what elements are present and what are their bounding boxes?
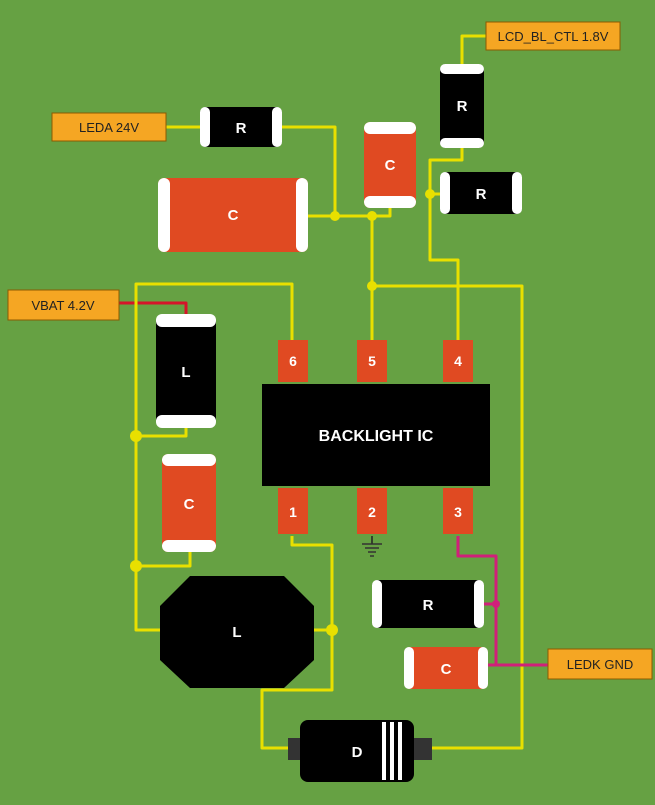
capacitor-label: C (385, 157, 396, 174)
diode-label: D (352, 744, 363, 761)
wire-leda-r-right (280, 125, 337, 216)
pin-label: 6 (289, 353, 297, 369)
ic-pin-1: 1 (278, 488, 308, 534)
ic-pin-3: 3 (443, 488, 473, 534)
diode: D (288, 720, 432, 782)
capacitor-left: C (162, 454, 216, 552)
junction-dot (130, 560, 142, 572)
wire-lcd-ctl (460, 34, 488, 66)
backlight-ic: BACKLIGHT IC 6 5 4 1 2 3 (262, 340, 490, 534)
pin-label: 4 (454, 353, 462, 369)
junction-dot (326, 624, 338, 636)
ic-pin-2: 2 (357, 488, 387, 534)
capacitor-big: C (158, 178, 308, 252)
label-lcd-bl-ctl-text: LCD_BL_CTL 1.8V (498, 29, 609, 44)
capacitor-top: C (364, 122, 416, 208)
resistor-leda: R (200, 107, 282, 147)
wire-l-bottom (136, 426, 188, 438)
wire-right-rail (372, 284, 524, 750)
pin-label: 3 (454, 504, 462, 520)
junction-dot (130, 430, 142, 442)
inductor-label: L (232, 624, 241, 641)
inductor-label: L (181, 364, 190, 381)
label-vbat: VBAT 4.2V (7, 289, 120, 321)
label-vbat-text: VBAT 4.2V (31, 298, 94, 313)
wire-pin6 (134, 282, 294, 632)
ic-name: BACKLIGHT IC (319, 428, 434, 445)
wire-pin1 (260, 536, 334, 750)
ic-pin-5: 5 (357, 340, 387, 382)
resistor-lcd-ctl: R (440, 64, 484, 148)
resistor-label: R (423, 597, 434, 614)
capacitor-low: C (404, 647, 488, 689)
wire-c-top-down (370, 205, 392, 340)
capacitor-label: C (228, 207, 239, 224)
junction-dot (367, 211, 377, 221)
label-ledk-text: LEDK GND (567, 657, 633, 672)
wire-c-bottom (136, 550, 192, 568)
junction-dot (367, 281, 377, 291)
inductor-top: L (156, 314, 216, 428)
pin-label: 5 (368, 353, 376, 369)
capacitor-label: C (184, 496, 195, 513)
capacitor-label: C (441, 661, 452, 678)
ic-pin-6: 6 (278, 340, 308, 382)
inductor-power: L (160, 576, 314, 688)
label-lcd-bl-ctl: LCD_BL_CTL 1.8V (485, 21, 621, 51)
junction-dot (425, 189, 435, 199)
pin-label: 1 (289, 504, 297, 520)
resistor-low: R (372, 580, 484, 628)
wire-vbat-red (118, 301, 188, 318)
resistor-label: R (476, 186, 487, 203)
label-leda: LEDA 24V (51, 112, 167, 142)
ic-pin-4: 4 (443, 340, 473, 382)
resistor-mid-right: R (440, 172, 522, 214)
junction-dot (330, 211, 340, 221)
ground-icon (362, 543, 382, 557)
resistor-label: R (236, 120, 247, 137)
junction-dot (492, 600, 500, 608)
label-ledk: LEDK GND (547, 648, 653, 680)
label-leda-text: LEDA 24V (79, 120, 139, 135)
resistor-label: R (457, 98, 468, 115)
junctions (130, 189, 500, 636)
wire-r-top-down (428, 146, 464, 340)
pin-label: 2 (368, 504, 376, 520)
wire-pin3 (456, 536, 548, 667)
